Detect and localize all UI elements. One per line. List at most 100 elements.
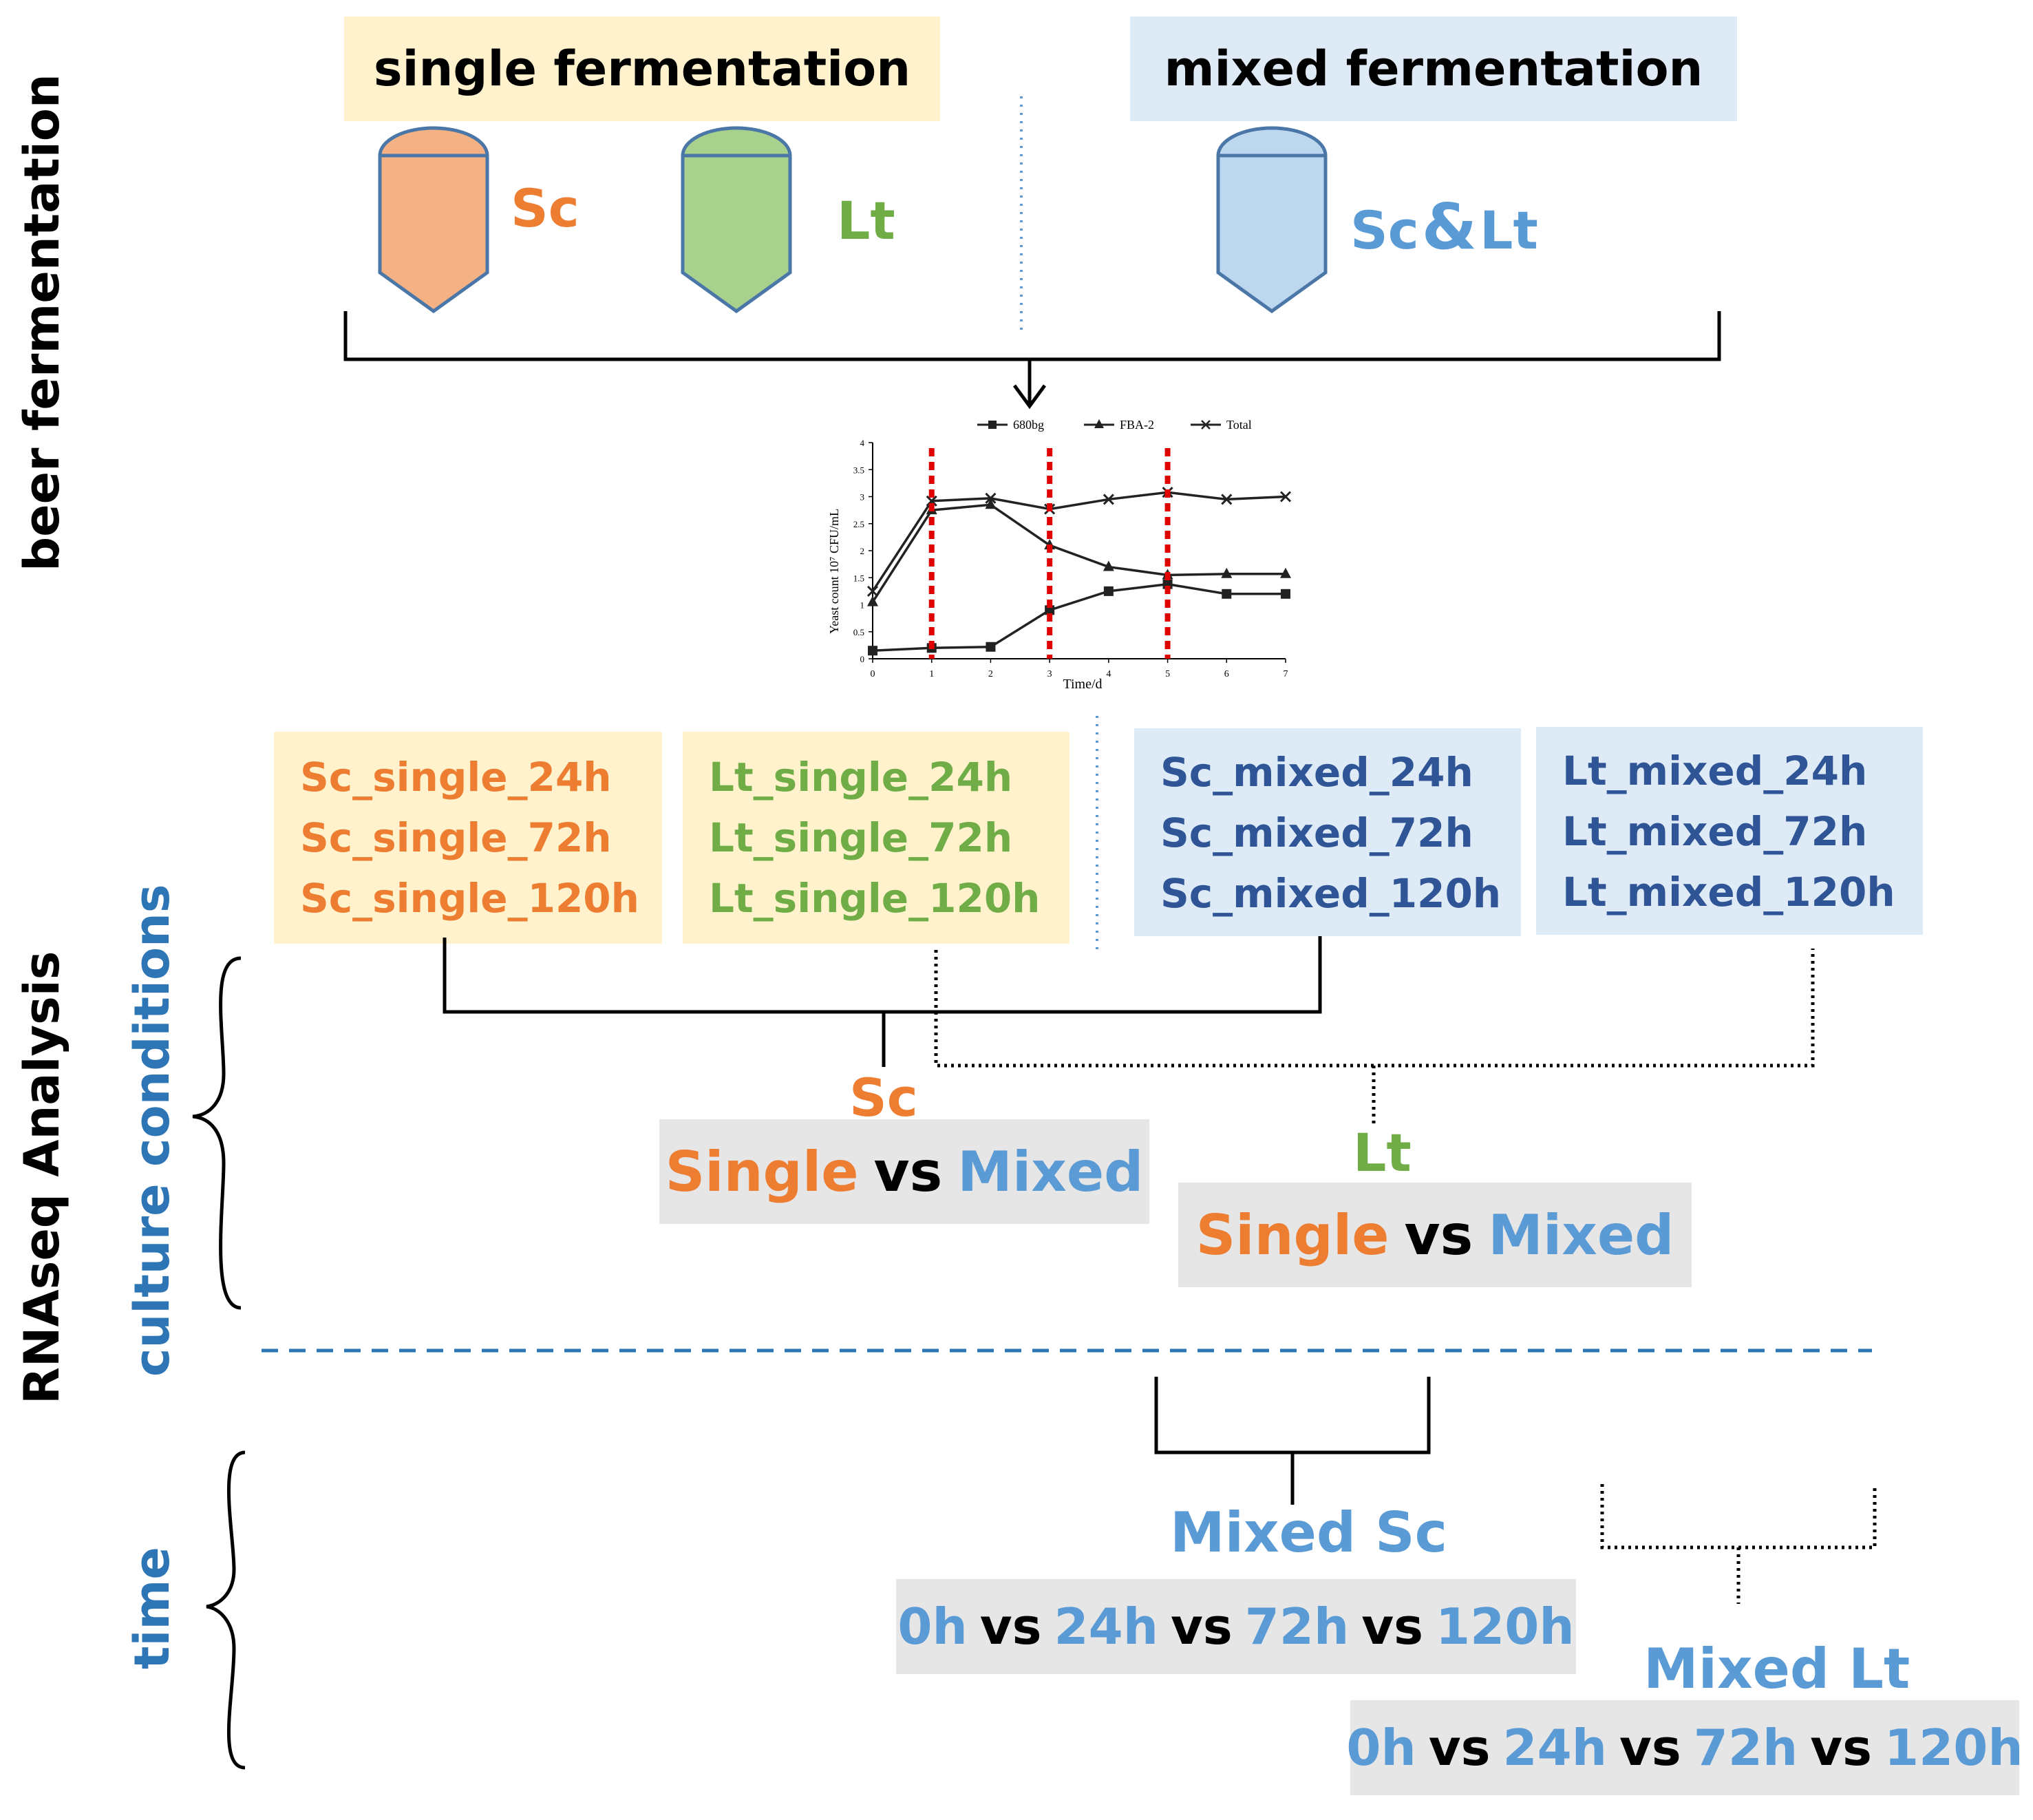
- legend-marker-triangle: [1094, 419, 1104, 428]
- series-line-680bg: [872, 582, 1286, 652]
- tank-mixed-icon: [1216, 126, 1328, 314]
- lower-connectors: [192, 716, 1877, 1770]
- lt-single-conditions: Lt_single_24h Lt_single_72h Lt_single_12…: [683, 732, 1069, 944]
- chart-x-axis-label: Time/d: [1063, 677, 1102, 692]
- condition-item: Sc_mixed_24h: [1160, 749, 1473, 796]
- single-word: Single: [665, 1139, 859, 1204]
- data-point-x: [1221, 494, 1233, 505]
- legend-entry: FBA-2: [1120, 418, 1154, 432]
- time-0h: 0h: [1346, 1719, 1416, 1777]
- vs-word: vs: [1619, 1719, 1681, 1777]
- vs-word: vs: [873, 1139, 943, 1204]
- lt-comparison-label: Lt: [1353, 1122, 1412, 1183]
- data-point-x: [1279, 491, 1292, 502]
- data-point-square: [986, 642, 996, 652]
- condition-item: Lt_mixed_72h: [1562, 808, 1868, 855]
- chart-y-tick-label: 1: [860, 600, 865, 611]
- condition-item: Lt_single_72h: [709, 814, 1013, 861]
- tank-mixed-sc: Sc: [1350, 200, 1419, 261]
- condition-item: Sc_single_120h: [300, 875, 639, 922]
- vs-word: vs: [1810, 1719, 1873, 1777]
- data-point-square: [1281, 589, 1290, 599]
- time-24h: 24h: [1054, 1598, 1158, 1655]
- data-point-x: [985, 492, 997, 504]
- sc-single-conditions: Sc_single_24h Sc_single_72h Sc_single_12…: [274, 732, 662, 944]
- data-point-square: [1222, 589, 1232, 599]
- time-24h: 24h: [1502, 1719, 1607, 1777]
- chart-x-tick-label: 2: [988, 669, 993, 679]
- vs-word: vs: [1171, 1598, 1233, 1655]
- data-point-x: [866, 585, 879, 597]
- sc-comparison-label: Sc: [849, 1067, 918, 1128]
- series-line-Total: [871, 491, 1286, 592]
- data-point-triangle: [985, 498, 997, 509]
- series-line-FBA-2: [871, 503, 1286, 603]
- data-point-triangle: [1221, 567, 1233, 578]
- time-0h: 0h: [897, 1598, 968, 1655]
- chart-y-tick-label: 0: [860, 654, 865, 664]
- chart-y-tick-label: 0.5: [853, 627, 864, 637]
- tank-mixed-label: Sc&Lt: [1350, 190, 1538, 264]
- condition-item: Sc_mixed_120h: [1160, 870, 1502, 917]
- yeast-growth-chart: 0 1 2 3 4 5 6 7 0 0.5 1 1.5 2 2.5 3 3.5 4 680bg FBA-2 Tota…: [827, 418, 1292, 692]
- data-point-triangle: [1280, 567, 1291, 578]
- data-point-square: [868, 646, 877, 656]
- legend-marker-square: [988, 421, 997, 429]
- time-120h: 120h: [1436, 1598, 1575, 1655]
- data-point-triangle: [1103, 560, 1114, 571]
- condition-item: Sc_mixed_72h: [1160, 810, 1473, 856]
- legend-marker-x: [1201, 420, 1211, 430]
- condition-item: Lt_mixed_120h: [1562, 869, 1895, 916]
- vs-word: vs: [1428, 1719, 1491, 1777]
- time-72h: 72h: [1693, 1719, 1798, 1777]
- chart-y-tick-label: 1.5: [853, 573, 864, 583]
- tank-lt-label: Lt: [837, 190, 895, 251]
- mixed-word: Mixed: [1488, 1203, 1674, 1267]
- mixed-fermentation-header: mixed fermentation: [1130, 17, 1737, 121]
- legend-entry: Total: [1226, 418, 1252, 432]
- tank-sc-label: Sc: [511, 178, 579, 239]
- chart-x-tick-label: 0: [871, 669, 875, 679]
- chart-y-tick-label: 2: [860, 546, 865, 556]
- vs-word: vs: [979, 1598, 1042, 1655]
- chart-x-tick-label: 6: [1224, 669, 1229, 679]
- single-word: Single: [1195, 1203, 1390, 1267]
- mixed-word: Mixed: [957, 1139, 1144, 1204]
- tank-mixed-lt: Lt: [1480, 200, 1538, 261]
- data-point-x: [926, 495, 937, 507]
- time-120h: 120h: [1884, 1719, 2023, 1777]
- single-fermentation-header: single fermentation: [344, 17, 940, 121]
- chart-x-tick-label: 3: [1047, 669, 1052, 679]
- chart-x-tick-label: 1: [929, 669, 934, 679]
- vs-word: vs: [1361, 1598, 1424, 1655]
- data-point-square: [1103, 586, 1114, 596]
- chart-x-tick-label: 5: [1165, 669, 1170, 679]
- legend-entry: 680bg: [1013, 418, 1044, 432]
- sc-mixed-conditions: Sc_mixed_24h Sc_mixed_72h Sc_mixed_120h: [1134, 728, 1521, 936]
- tank-lt-icon: [681, 126, 792, 314]
- mixed-lt-label: Mixed Lt: [1643, 1637, 1910, 1701]
- data-point-triangle: [867, 595, 878, 606]
- lt-mixed-conditions: Lt_mixed_24h Lt_mixed_72h Lt_mixed_120h: [1536, 727, 1923, 935]
- chart-x-tick-label: 4: [1106, 669, 1111, 679]
- condition-item: Sc_single_24h: [300, 754, 612, 801]
- tank-sc-icon: [378, 126, 489, 314]
- tank-mixed-amp: &: [1421, 190, 1478, 264]
- lt-single-vs-mixed: Single vs Mixed: [1178, 1183, 1692, 1287]
- condition-item: Sc_single_72h: [300, 814, 612, 861]
- chart-y-axis-label: Yeast count 10⁷ CFU/mL: [827, 509, 841, 634]
- mixed-sc-time-comparison: 0h vs 24h vs 72h vs 120h: [896, 1579, 1576, 1674]
- chart-y-tick-label: 2.5: [853, 519, 864, 529]
- chart-x-tick-label: 7: [1284, 669, 1288, 679]
- condition-item: Lt_single_120h: [709, 875, 1041, 922]
- mixed-sc-label: Mixed Sc: [1170, 1501, 1448, 1565]
- chart-y-tick-label: 4: [860, 438, 865, 448]
- sc-single-vs-mixed: Single vs Mixed: [659, 1119, 1149, 1224]
- chart-y-tick-label: 3.5: [853, 465, 864, 475]
- time-72h: 72h: [1244, 1598, 1350, 1655]
- data-point-x: [1103, 494, 1114, 505]
- condition-item: Lt_mixed_24h: [1562, 748, 1868, 794]
- chart-y-tick-label: 3: [860, 492, 865, 502]
- mixed-lt-time-comparison: 0h vs 24h vs 72h vs 120h: [1346, 1700, 2023, 1795]
- condition-item: Lt_single_24h: [709, 754, 1013, 801]
